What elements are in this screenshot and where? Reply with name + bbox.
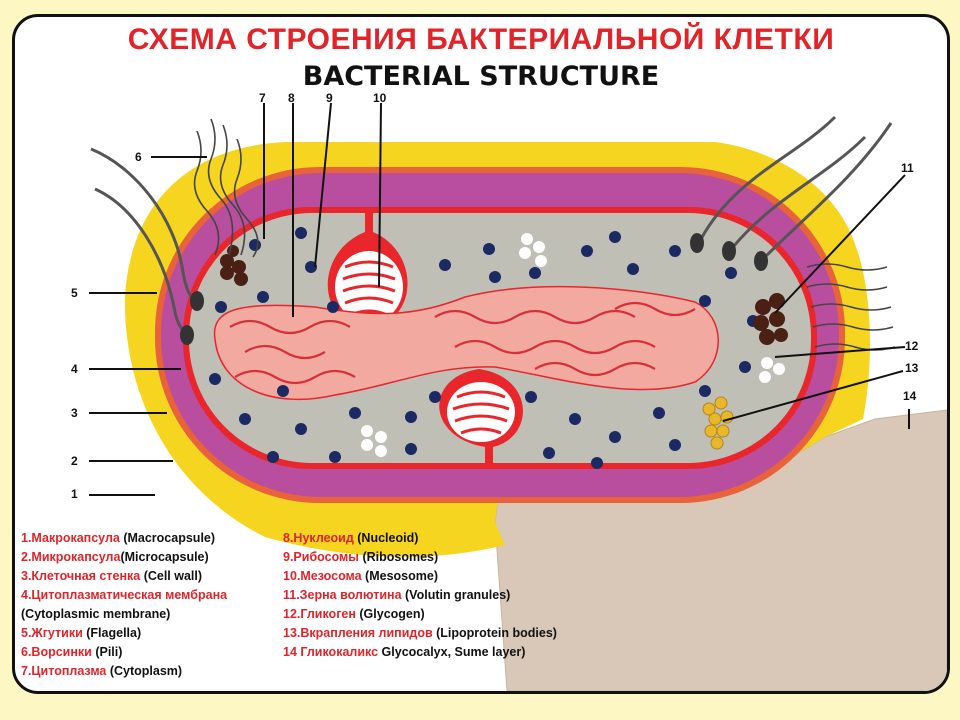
- legend-item: 2.Микрокапсула(Microcapsule): [21, 550, 209, 564]
- legend-item: (Cytoplasmic membrane): [21, 607, 171, 621]
- callout-6: 6: [135, 150, 142, 164]
- ribosomes: [209, 227, 759, 469]
- legend-item: 10.Мезосома (Mesosome): [283, 569, 438, 583]
- legend-item: 1.Макрокапсула (Macrocapsule): [21, 531, 216, 545]
- callout-2: 2: [71, 454, 78, 468]
- legend-item: 6.Ворсинки (Pili): [21, 645, 123, 659]
- legend-item: 11.Зерна волютина (Volutin granules): [283, 588, 511, 602]
- legend-item: 4.Цитоплазматическая мембрана: [21, 588, 228, 602]
- callout-14: 14: [903, 389, 917, 403]
- callout-10: 10: [373, 91, 387, 105]
- legend-item: 7.Цитоплазма (Cytoplasm): [21, 664, 183, 678]
- legend-right: 8.Нуклеоид (Nucleoid) 9.Рибосомы (Riboso…: [283, 529, 557, 662]
- callout-7: 7: [259, 91, 266, 105]
- legend-item: 13.Вкрапления липидов (Lipoprotein bodie…: [283, 626, 557, 640]
- callout-13: 13: [905, 361, 919, 375]
- slide-frame: СХЕМА СТРОЕНИЯ БАКТЕРИАЛЬНОЙ КЛЕТКИ BACT…: [12, 14, 950, 694]
- glycogen: [361, 233, 785, 457]
- mesosome-top: [327, 213, 408, 329]
- callout-1: 1: [71, 487, 78, 501]
- callout-3: 3: [71, 406, 78, 420]
- legend-item: 5.Жгутики (Flagella): [21, 626, 142, 640]
- legend-left: 1.Макрокапсула (Macrocapsule) 2.Микрокап…: [21, 529, 227, 681]
- callout-8: 8: [288, 91, 295, 105]
- title-english: BACTERIAL STRUCTURE: [302, 61, 660, 92]
- legend-item: 14 Гликокаликс Glycocalyx, Sume layer): [283, 645, 526, 659]
- flagella-bases: [180, 233, 768, 345]
- legend-item: 12.Гликоген (Glycogen): [283, 607, 425, 621]
- legend-item: 3.Клеточная стенка (Cell wall): [21, 569, 203, 583]
- callout-11: 11: [901, 161, 914, 175]
- volutin-granules: [220, 245, 788, 345]
- legend-item: 8.Нуклеоид (Nucleoid): [283, 531, 419, 545]
- bacterial-cell-diagram: [89, 102, 947, 691]
- callout-9: 9: [326, 91, 333, 105]
- mesosome-bottom: [439, 369, 523, 463]
- callout-4: 4: [71, 362, 78, 376]
- legend-item: 9.Рибосомы (Ribosomes): [283, 550, 439, 564]
- callout-5: 5: [71, 286, 78, 300]
- flagella: [90, 115, 893, 334]
- nucleoid: [213, 285, 719, 401]
- callout-12: 12: [905, 339, 919, 353]
- leader-lines: [89, 102, 910, 496]
- title-russian: СХЕМА СТРОЕНИЯ БАКТЕРИАЛЬНОЙ КЛЕТКИ: [127, 23, 835, 56]
